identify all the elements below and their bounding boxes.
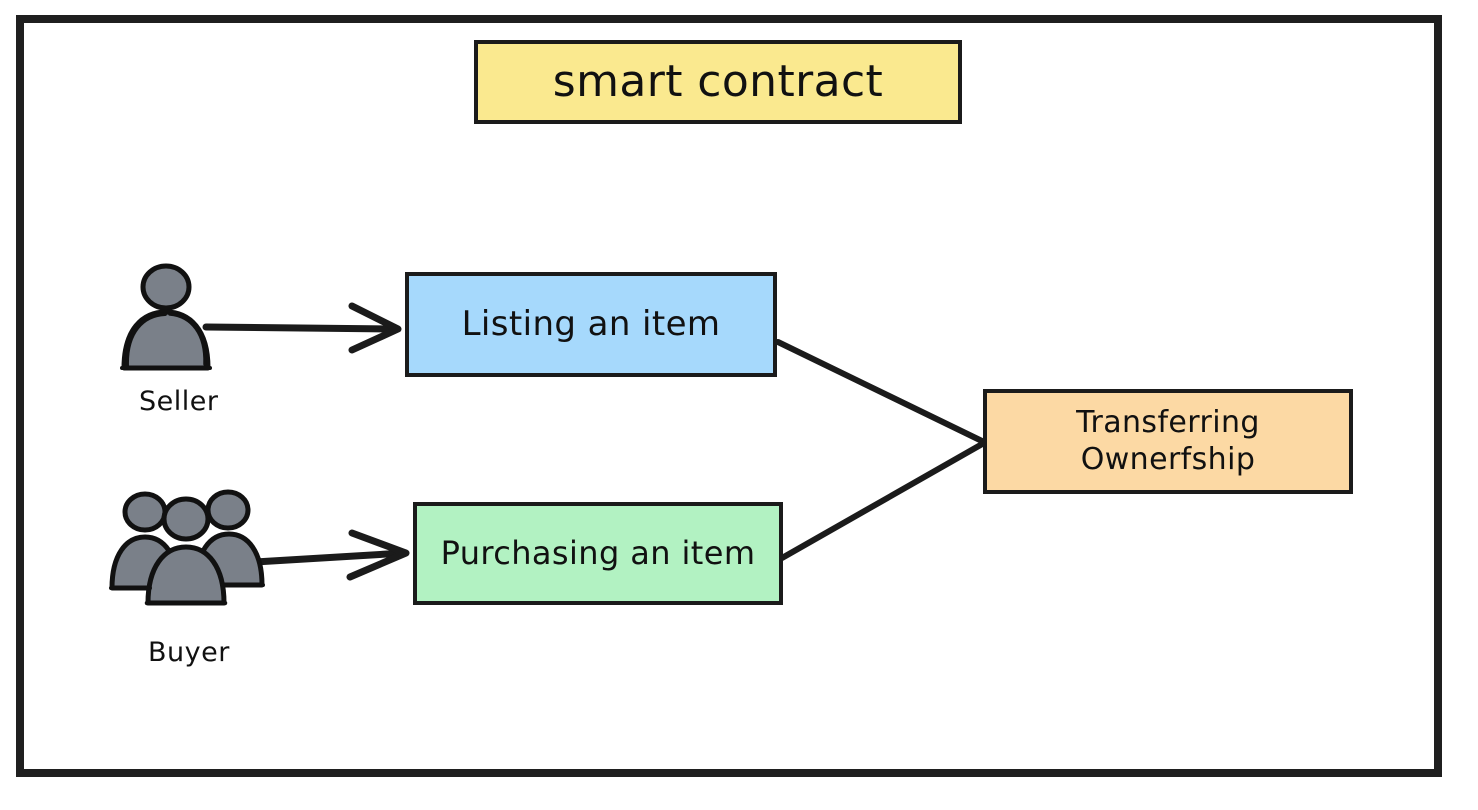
node-purchasing-an-item: Purchasing an item [413,502,783,605]
node-label: smart contract [552,56,884,108]
seller-label: Seller [139,386,219,417]
node-smart-contract-title: smart contract [474,40,962,124]
buyer-label: Buyer [148,637,230,668]
node-label: Listing an item [461,303,721,344]
diagram-outer-frame [16,15,1442,777]
seller-actor-icon-group [110,258,260,378]
node-label-line-1: Transferring [1076,404,1260,440]
single-person-icon [120,263,212,371]
node-label: Purchasing an item [440,533,756,572]
node-label-line-2: Ownerfship [1080,441,1256,477]
group-of-people-icon [109,489,265,606]
buyer-actor-icon-group [108,485,278,610]
node-listing-an-item: Listing an item [405,272,777,377]
node-transferring-ownership: Transferring Ownerfship [983,389,1353,494]
